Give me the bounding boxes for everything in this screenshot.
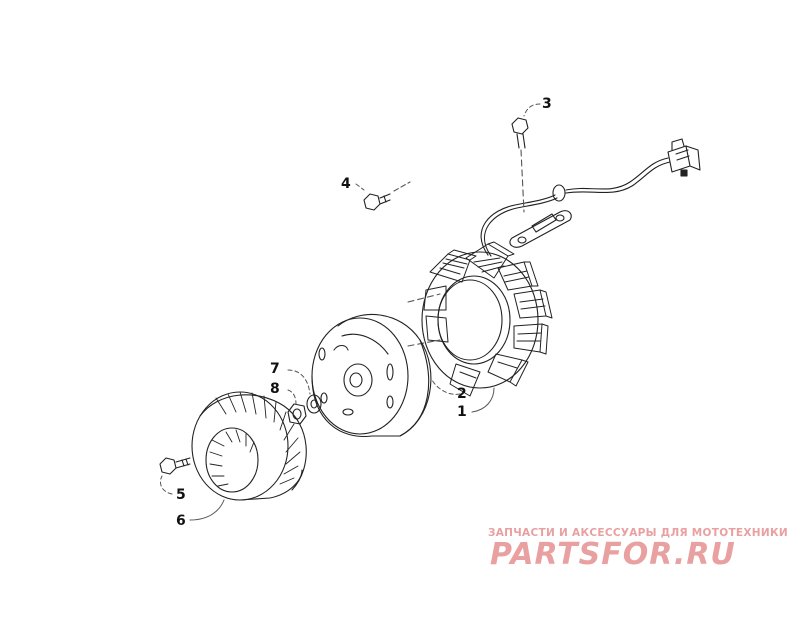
callout-1: 1 xyxy=(457,404,467,420)
wire-clamp-plate xyxy=(509,210,572,248)
nut xyxy=(287,403,307,425)
callout-5: 5 xyxy=(176,487,186,503)
connector-plug xyxy=(667,138,701,177)
screw-4 xyxy=(363,181,411,211)
leader-lines xyxy=(159,103,541,521)
callout-6: 6 xyxy=(176,513,186,529)
flywheel xyxy=(311,314,432,438)
cooling-fan xyxy=(191,391,307,501)
callout-4: 4 xyxy=(341,176,351,192)
watermark-logo: PARTSFOR.RU xyxy=(490,537,736,572)
screw-3 xyxy=(511,117,529,213)
callout-2: 2 xyxy=(457,386,467,402)
stator xyxy=(407,241,553,397)
watermark-tagline: ЗАПЧАСТИ И АКСЕССУАРЫ ДЛЯ МОТОТЕХНИКИ xyxy=(488,527,788,539)
screw-5 xyxy=(159,457,191,475)
callout-8: 8 xyxy=(270,381,280,397)
washer xyxy=(306,394,322,414)
wire-harness xyxy=(480,138,701,257)
callout-3: 3 xyxy=(542,96,552,112)
callout-7: 7 xyxy=(270,361,280,377)
